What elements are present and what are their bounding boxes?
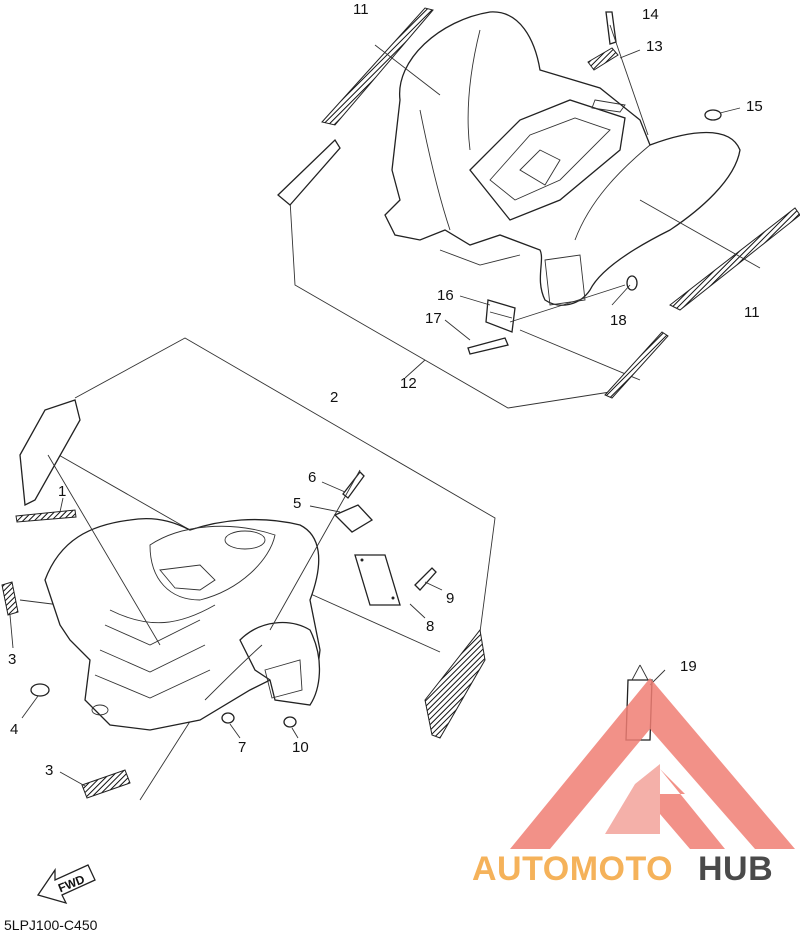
- callout-5: 5: [293, 495, 301, 512]
- callout-19: 19: [680, 658, 697, 675]
- diagram-code: 5LPJ100-C450: [4, 917, 98, 933]
- front-fender-assembly: [1, 337, 666, 801]
- callout-8: 8: [426, 618, 434, 635]
- rear-fender-panel: [544, 254, 586, 306]
- grommet-10: [283, 716, 297, 728]
- callout-6: 6: [308, 469, 316, 486]
- callout-16: 16: [437, 287, 454, 304]
- fwd-label: FWD: [56, 872, 87, 895]
- decal-rear-left: [277, 138, 341, 206]
- rear-fender-tray: [469, 99, 626, 221]
- rivet-9: [414, 567, 437, 591]
- watermark-logo: AUTOMOTO HUB: [472, 678, 795, 888]
- callout-11-top: 11: [353, 1, 369, 18]
- callout-11-right: 11: [744, 304, 760, 321]
- watermark-text-part1: AUTOMOTO: [472, 850, 673, 888]
- callout-3-lower: 3: [45, 762, 53, 779]
- callout-7: 7: [238, 739, 246, 756]
- rear-fender-assembly: [277, 7, 800, 409]
- reflector-4: [30, 683, 50, 697]
- front-fender-group-line: [74, 337, 496, 633]
- callout-14: 14: [642, 6, 659, 23]
- callout-12: 12: [400, 375, 417, 392]
- callout-9: 9: [446, 590, 454, 607]
- rivet-17: [467, 337, 509, 355]
- plate-5: [333, 504, 374, 533]
- decal-front-left: [19, 399, 81, 507]
- callout-1: 1: [58, 483, 66, 500]
- plate-16: [485, 299, 516, 333]
- plate-13: [587, 47, 619, 71]
- grommet-18: [626, 275, 638, 291]
- callout-17: 17: [425, 310, 442, 327]
- front-fender-flare: [239, 621, 321, 706]
- plate-8: [354, 554, 401, 606]
- callouts: 11 14 13 15 11 16 17 18 12 2 1 6 5 9 8 3…: [8, 1, 763, 779]
- decal-3-lower: [81, 769, 131, 799]
- watermark-text-part2: HUB: [698, 850, 773, 888]
- callout-18: 18: [610, 312, 627, 329]
- fwd-arrow: FWD: [36, 864, 96, 905]
- decal-1: [15, 509, 77, 523]
- callout-13: 13: [646, 38, 663, 55]
- rear-fender-group-line: [519, 329, 641, 381]
- triangle-logo-icon: [510, 678, 795, 849]
- decal-11-top: [321, 7, 434, 126]
- callout-10: 10: [292, 739, 309, 756]
- decal-11-right: [669, 207, 800, 311]
- decal-front-right: [424, 628, 486, 739]
- callout-4: 4: [10, 721, 18, 738]
- callout-15: 15: [746, 98, 763, 115]
- decal-3-upper: [1, 581, 19, 616]
- decal-rear-lower: [604, 331, 669, 399]
- callout-2: 2: [330, 389, 338, 406]
- rear-fender-group-line: [289, 199, 611, 409]
- washer-15: [704, 109, 722, 121]
- grommet-7: [221, 712, 235, 724]
- callout-3-upper: 3: [8, 651, 16, 668]
